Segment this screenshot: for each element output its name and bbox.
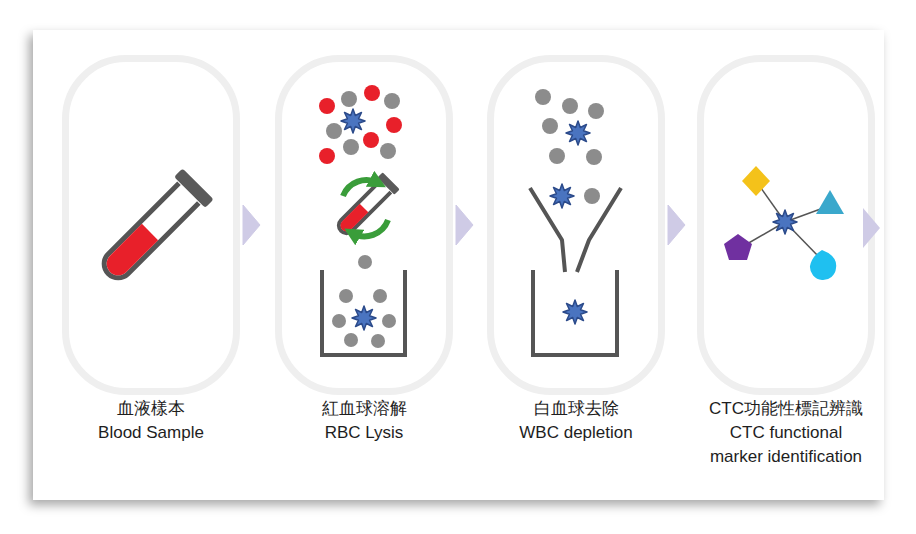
- white-cell: [384, 93, 400, 109]
- tumor-cell: [566, 121, 590, 145]
- white-cell: [373, 289, 387, 303]
- step-chevron: [863, 208, 880, 248]
- white-cell: [326, 123, 342, 139]
- white-cell: [535, 89, 551, 105]
- white-cell: [344, 333, 358, 347]
- marker-diamond: [742, 166, 770, 196]
- funnel-filter: [530, 188, 565, 272]
- step-subtitle: Blood Sample: [31, 421, 271, 445]
- tumor-cell: [352, 306, 376, 330]
- step-title: 紅血球溶解: [244, 397, 484, 421]
- test-tube: [93, 168, 214, 289]
- white-cell: [343, 139, 359, 155]
- container: [533, 270, 617, 355]
- step-label: CTC功能性標記辨識CTC functional marker identifi…: [666, 397, 906, 468]
- red-cell: [363, 132, 379, 148]
- recycle-arrow: [343, 180, 378, 196]
- white-cell: [341, 91, 357, 107]
- step-subtitle: CTC functional marker identification: [707, 421, 865, 469]
- tumor-cell: [341, 109, 365, 133]
- step-subtitle: RBC Lysis: [244, 421, 484, 445]
- step-chevron: [668, 205, 685, 245]
- cell-cluster: [535, 89, 604, 165]
- container: [322, 270, 405, 355]
- red-cell: [364, 85, 380, 101]
- tube-body: [98, 183, 198, 283]
- white-cell: [549, 148, 565, 164]
- marker-triangle: [816, 190, 844, 214]
- small-test-tube: [332, 172, 399, 239]
- marker-drop: [810, 250, 836, 280]
- step-title: CTC功能性標記辨識: [666, 397, 906, 421]
- step-label: 紅血球溶解RBC Lysis: [244, 397, 484, 445]
- white-cell: [339, 289, 353, 303]
- white-cell: [358, 255, 372, 269]
- step-label: 血液樣本Blood Sample: [31, 397, 271, 445]
- white-cell: [542, 118, 558, 134]
- white-cell: [562, 98, 578, 114]
- tube-cap: [174, 168, 214, 208]
- marker-pentagon: [724, 234, 752, 260]
- white-cell: [584, 188, 600, 204]
- step-chevron: [456, 205, 473, 245]
- step-subtitle: WBC depletion: [456, 421, 696, 445]
- white-cell: [380, 143, 396, 159]
- red-cell: [386, 117, 402, 133]
- tumor-cell: [563, 300, 587, 324]
- step-title: 白血球去除: [456, 397, 696, 421]
- red-cell: [319, 98, 335, 114]
- white-cell: [588, 103, 604, 119]
- white-cell: [586, 149, 602, 165]
- process-panel: 紅血球溶解RBC Lysis: [275, 55, 453, 395]
- step-title: 血液樣本: [31, 397, 271, 421]
- funnel-filter: [577, 188, 621, 272]
- recycle-arrow: [352, 220, 388, 236]
- white-cell: [382, 314, 396, 328]
- red-cell: [319, 148, 335, 164]
- tumor-cell: [773, 210, 797, 234]
- cell-cluster: [319, 85, 402, 164]
- tube-cap: [377, 172, 400, 195]
- white-cell: [332, 314, 346, 328]
- white-cell: [371, 334, 385, 348]
- step-chevron: [243, 205, 260, 245]
- blood-liquid: [338, 204, 368, 234]
- step-label: 白血球去除WBC depletion: [456, 397, 696, 445]
- tumor-cell: [550, 184, 574, 208]
- blood-liquid: [102, 224, 158, 280]
- cell-cluster: [332, 289, 396, 348]
